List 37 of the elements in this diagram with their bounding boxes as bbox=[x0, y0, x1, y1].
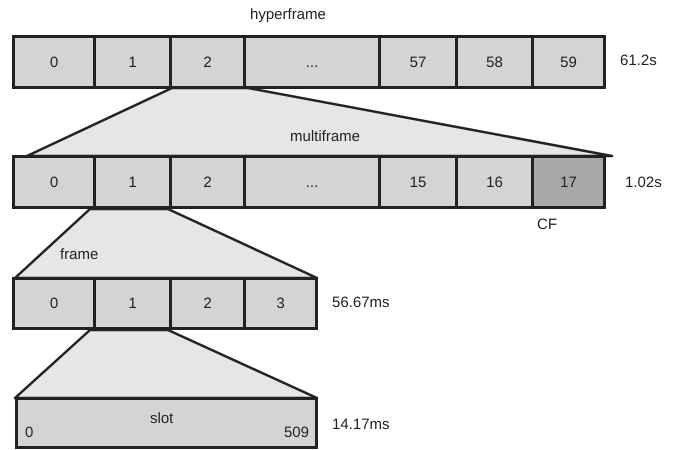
cell-number: 3 bbox=[276, 295, 285, 312]
cell-number: 0 bbox=[50, 295, 58, 312]
cell-number: 17 bbox=[560, 174, 577, 190]
slot-bar bbox=[15, 397, 318, 449]
cell-number: 57 bbox=[410, 54, 426, 70]
cell-number: ... bbox=[306, 174, 318, 190]
cell-number: 1 bbox=[128, 54, 137, 70]
cell-number: 15 bbox=[410, 174, 426, 190]
cell-number: ... bbox=[306, 54, 318, 70]
cell-number: 59 bbox=[560, 54, 577, 70]
duration-label: 61.2s bbox=[620, 52, 657, 69]
slot-label: slot bbox=[150, 410, 174, 427]
control-frame-cell bbox=[531, 158, 603, 206]
cell-number: 0 bbox=[50, 174, 58, 190]
frame-row bbox=[12, 35, 606, 89]
duration-label: 14.17ms bbox=[332, 416, 390, 433]
expansion-trapezoid bbox=[27, 88, 612, 156]
section-title: hyperframe bbox=[250, 6, 326, 23]
frame-row bbox=[12, 155, 606, 209]
cell-caption: CF bbox=[537, 216, 557, 233]
frame-row bbox=[12, 277, 318, 330]
expansion-trapezoid bbox=[15, 209, 317, 278]
cell-number: 2 bbox=[203, 295, 212, 312]
section-title: frame bbox=[60, 246, 98, 263]
cell-number: 1 bbox=[128, 174, 137, 190]
duration-label: 56.67ms bbox=[332, 294, 390, 311]
bit-index: 0 bbox=[25, 424, 34, 441]
cell-number: 0 bbox=[50, 54, 58, 70]
cell-number: 58 bbox=[486, 54, 503, 70]
duration-label: 1.02s bbox=[625, 174, 662, 191]
section-title: multiframe bbox=[290, 128, 360, 145]
cell-number: 1 bbox=[128, 295, 137, 312]
cell-number: 2 bbox=[203, 54, 212, 70]
bit-index: 509 bbox=[284, 424, 309, 441]
cell-number: 2 bbox=[203, 174, 212, 190]
cell-number: 16 bbox=[486, 174, 503, 190]
expansion-trapezoid bbox=[15, 330, 317, 398]
